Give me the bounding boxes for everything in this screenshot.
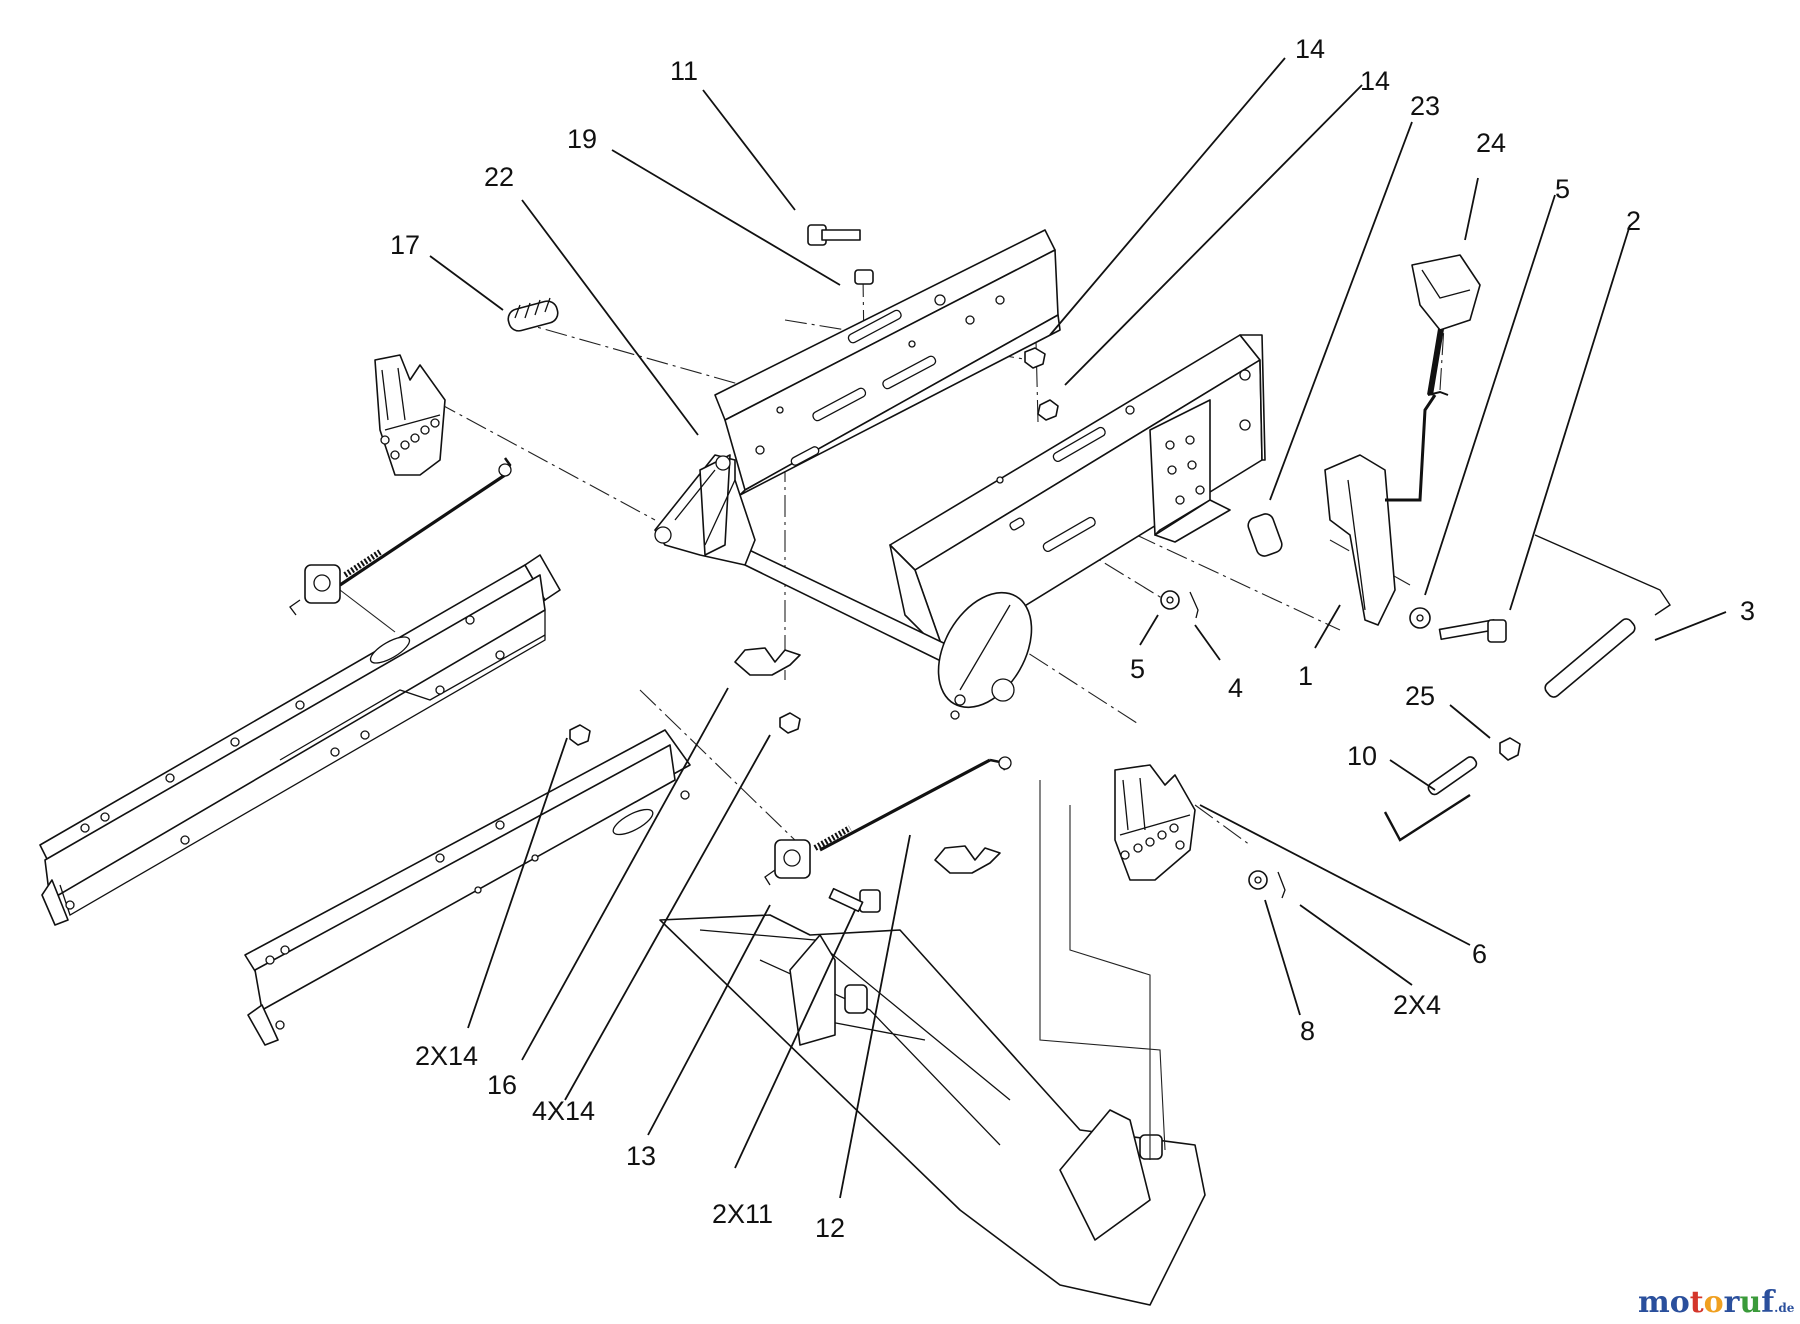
height-plate-right: [1114, 764, 1196, 881]
pivot-shaft-assembly: [654, 454, 1033, 720]
callout-labels: 11 19 22 17 14 14 23 24 5 2 3 5 4 1 25 1…: [390, 34, 1755, 1243]
watermark-letter-f: f: [1761, 1285, 1776, 1320]
callout-14a: 14: [1295, 34, 1325, 64]
height-plate-left: [374, 354, 446, 476]
lower-frame-rail: [244, 729, 691, 1046]
callout-11: 11: [670, 56, 698, 86]
callout-5a: 5: [1555, 174, 1570, 204]
callout-2x14: 2X14: [415, 1041, 478, 1071]
leader-lines: [429, 57, 1727, 1199]
callout-16: 16: [487, 1070, 517, 1100]
watermark-letter-o2: o: [1704, 1285, 1724, 1320]
callout-13: 13: [626, 1141, 656, 1171]
deck-lift-arm: [659, 780, 1206, 1306]
callout-24: 24: [1476, 128, 1506, 158]
callout-10: 10: [1347, 741, 1377, 771]
callout-1: 1: [1298, 661, 1313, 691]
callout-3: 3: [1740, 596, 1755, 626]
callout-23: 23: [1410, 91, 1440, 121]
watermark-letter-r: r: [1724, 1285, 1741, 1320]
callout-2x4: 2X4: [1393, 990, 1441, 1020]
hardware: [507, 224, 1521, 913]
left-frame-rail: [39, 554, 561, 926]
callout-6: 6: [1472, 939, 1487, 969]
watermark-logo: motoruf.de: [1638, 1285, 1795, 1320]
callout-25: 25: [1405, 681, 1435, 711]
callout-19: 19: [567, 124, 597, 154]
upper-channel-bracket: [714, 229, 1061, 496]
callout-8: 8: [1300, 1016, 1315, 1046]
watermark-letter-o1: o: [1670, 1285, 1690, 1320]
callout-14b: 14: [1360, 66, 1390, 96]
callout-22: 22: [484, 162, 514, 192]
callout-2: 2: [1626, 206, 1641, 236]
right-channel-tube: [889, 334, 1266, 656]
control-lever-assembly: [1324, 254, 1671, 842]
watermark-letter-u: u: [1739, 1285, 1761, 1320]
watermark-letter-t: t: [1690, 1285, 1704, 1320]
watermark-suffix: .de: [1774, 1301, 1795, 1315]
callout-17: 17: [390, 230, 420, 260]
callout-2x11: 2X11: [712, 1199, 773, 1229]
callout-5b: 5: [1130, 654, 1145, 684]
left-link-rod: [289, 457, 512, 616]
callout-12: 12: [815, 1213, 845, 1243]
callout-4: 4: [1228, 673, 1243, 703]
hanger-clips: [734, 647, 1001, 874]
watermark-letter-m: m: [1638, 1285, 1670, 1320]
callout-4x14: 4X14: [532, 1096, 595, 1126]
right-link-rod: [764, 756, 1012, 886]
